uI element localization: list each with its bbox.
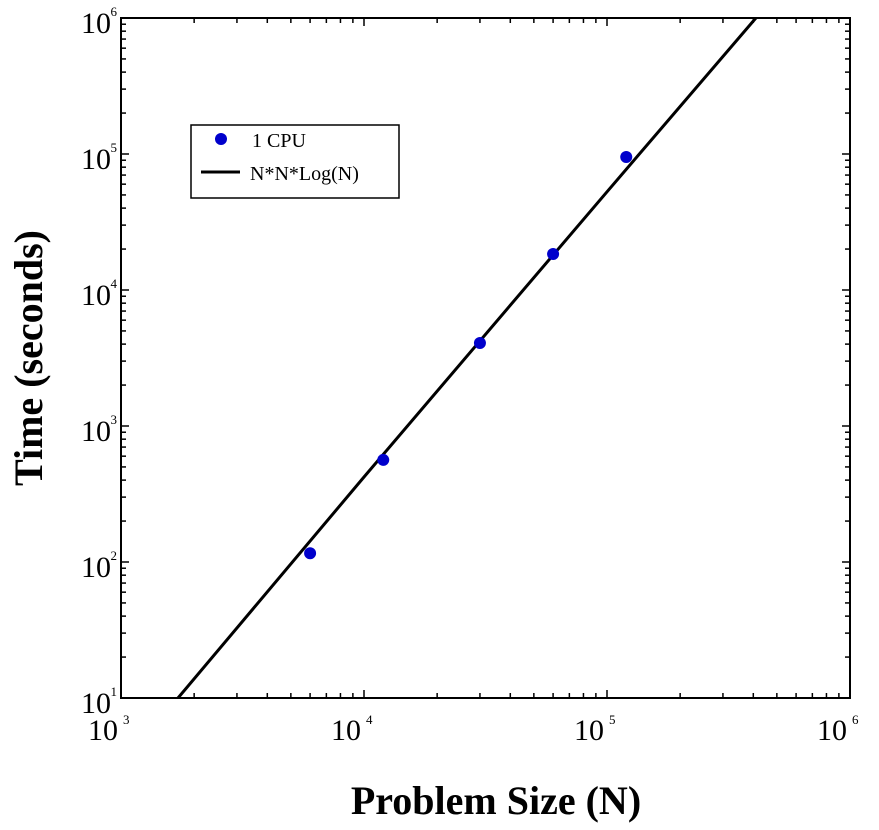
plot-frame [120, 17, 851, 699]
legend: 1 CPU N*N*Log(N) [190, 124, 400, 199]
y-tick-exponent: 3 [111, 412, 118, 427]
series-points [304, 151, 633, 560]
x-tick-exponent: 4 [366, 712, 373, 727]
plot-area [176, 18, 758, 698]
legend-label-1-cpu: 1 CPU [252, 130, 306, 152]
x-axis-title: Problem Size (N) [351, 778, 641, 823]
data-point [473, 336, 486, 349]
y-tick-exponent: 1 [111, 684, 118, 699]
y-tick-label: 10 [81, 687, 111, 720]
x-tick-label: 10 [88, 714, 118, 747]
y-tick-label: 10 [81, 143, 111, 176]
y-tick-exponent: 2 [111, 548, 118, 563]
x-tick-label: 10 [817, 714, 847, 747]
fit-line [176, 18, 758, 698]
x-tick-label: 10 [574, 714, 604, 747]
data-point [547, 247, 560, 260]
y-tick-exponent: 5 [111, 140, 118, 155]
data-point [620, 151, 633, 164]
x-tick-exponent: 5 [609, 712, 616, 727]
y-tick-label: 10 [81, 7, 111, 40]
series-lines [176, 18, 758, 698]
y-axis-title: Time (seconds) [6, 230, 51, 486]
x-tick-exponent: 3 [123, 712, 130, 727]
data-point [377, 453, 390, 466]
data-point [304, 547, 317, 560]
legend-label-fit: N*N*Log(N) [250, 163, 359, 185]
y-tick-label: 10 [81, 415, 111, 448]
y-tick-exponent: 4 [111, 276, 118, 291]
legend-marker-1-cpu [215, 133, 227, 145]
x-tick-exponent: 6 [852, 712, 859, 727]
y-tick-exponent: 6 [111, 4, 118, 19]
y-tick-label: 10 [81, 279, 111, 312]
y-tick-label: 10 [81, 551, 111, 584]
axis-ticks [120, 17, 851, 699]
x-tick-label: 10 [331, 714, 361, 747]
